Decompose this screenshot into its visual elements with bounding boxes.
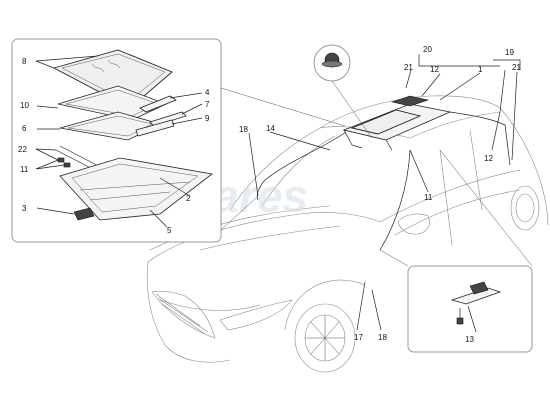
sunroof-motor — [73, 207, 95, 221]
callout-10: 10 — [20, 101, 29, 110]
callout-labels: 8 10 6 22 11 3 4 7 9 2 5 18 14 20 21 12 … — [18, 45, 521, 344]
callout-1: 1 — [478, 65, 483, 74]
car-leader-lines — [248, 54, 521, 331]
callout-11-left: 11 — [20, 165, 29, 174]
callout-21-right: 21 — [512, 63, 521, 72]
callout-12-top: 12 — [430, 65, 439, 74]
callout-2: 2 — [186, 194, 191, 203]
callout-18-bottom: 18 — [378, 333, 387, 342]
callout-21-left: 21 — [404, 63, 413, 72]
callout-17: 17 — [354, 333, 363, 342]
grommet-inset — [313, 44, 373, 139]
callout-4: 4 — [205, 88, 210, 97]
callout-9: 9 — [205, 114, 210, 123]
roof-sunroof-on-car — [256, 95, 511, 251]
callout-20: 20 — [423, 45, 432, 54]
connector-line — [220, 87, 346, 127]
callout-5: 5 — [167, 226, 172, 235]
callout-22: 22 — [18, 145, 27, 154]
callout-12-right: 12 — [484, 154, 493, 163]
callout-8: 8 — [22, 57, 27, 66]
callout-11-right: 11 — [424, 193, 433, 202]
callout-14: 14 — [266, 124, 275, 133]
callout-13: 13 — [465, 335, 474, 344]
callout-3: 3 — [22, 204, 27, 213]
bracket-inset — [379, 149, 533, 353]
callout-6: 6 — [22, 124, 27, 133]
exploded-view-panel — [11, 38, 222, 243]
callout-19: 19 — [505, 48, 514, 57]
car-outline — [146, 95, 549, 373]
callout-7: 7 — [205, 100, 210, 109]
callout-18-top: 18 — [239, 125, 248, 134]
